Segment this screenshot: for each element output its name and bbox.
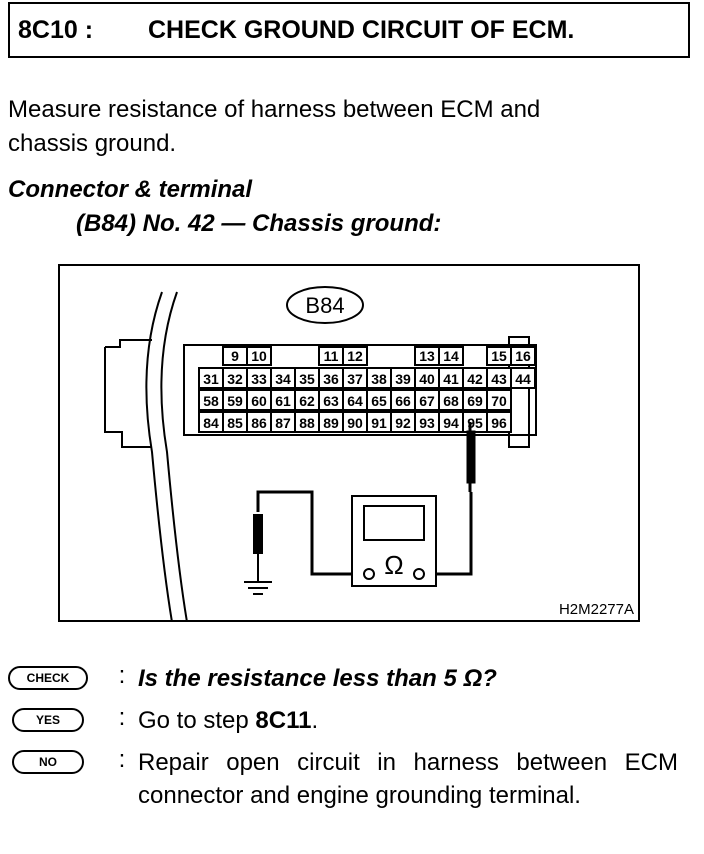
- terminal-number: 32: [227, 371, 243, 387]
- ohmmeter-display: [363, 505, 425, 541]
- check-badge: CHECK: [8, 666, 88, 690]
- terminal-number: 67: [419, 393, 435, 409]
- terminal-number: 93: [419, 415, 435, 431]
- terminal-number: 12: [347, 348, 363, 364]
- terminal-number: 10: [251, 348, 267, 364]
- terminal-number: 86: [251, 415, 267, 431]
- terminal-number: 68: [443, 393, 459, 409]
- terminal-number: 37: [347, 371, 363, 387]
- terminal-number: 34: [275, 371, 291, 387]
- terminal-number: 96: [491, 415, 507, 431]
- ohm-symbol: Ω: [384, 550, 403, 580]
- terminal-cell: [246, 346, 272, 366]
- terminal-number: 59: [227, 393, 243, 409]
- terminal-number: 61: [275, 393, 291, 409]
- step-title: CHECK GROUND CIRCUIT OF ECM.: [148, 15, 575, 44]
- terminal-number: 89: [323, 415, 339, 431]
- instruction-line-2: chassis ground.: [8, 130, 177, 157]
- result-no: NO : Repair open circuit in harness betw…: [8, 746, 678, 812]
- terminal-number: 38: [371, 371, 387, 387]
- step-header: 8C10 : CHECK GROUND CIRCUIT OF ECM.: [8, 2, 690, 58]
- terminal-number: 87: [275, 415, 291, 431]
- terminal-cell: [510, 367, 536, 389]
- chassis-ground-icon: [244, 554, 272, 595]
- result-yes: YES : Go to step 8C11.: [8, 704, 678, 737]
- terminal-number: 85: [227, 415, 243, 431]
- yes-text: Go to step: [138, 707, 256, 734]
- terminal-number: 88: [299, 415, 315, 431]
- terminal-number: 39: [395, 371, 411, 387]
- terminal-number: 9: [231, 348, 239, 364]
- terminal-cell: [438, 346, 464, 366]
- terminal-number: 70: [491, 393, 507, 409]
- probe-wire-negative: [256, 490, 364, 576]
- harness-break-line: [160, 291, 188, 620]
- terminal-number: 15: [491, 348, 507, 364]
- terminal-number: 40: [419, 371, 435, 387]
- terminal-number: 43: [491, 371, 507, 387]
- result-check: CHECK : Is the resistance less than 5 Ω?: [8, 662, 678, 695]
- no-text: Repair open circuit in harness between E…: [138, 749, 678, 809]
- terminal-number: 90: [347, 415, 363, 431]
- terminal-cell: [342, 346, 368, 366]
- terminal-cell: [486, 411, 512, 433]
- terminal-number: 65: [371, 393, 387, 409]
- terminal-number: 60: [251, 393, 267, 409]
- terminal-number: 42: [467, 371, 483, 387]
- connector-detail: (B84) No. 42 — Chassis ground:: [76, 210, 442, 237]
- wiring-diagram: B84 9 10 11 12 13 14 15 16 31 32 33 34 35 36 37 38 39 40 4…: [58, 264, 640, 622]
- next-step-link[interactable]: 8C11: [255, 707, 312, 734]
- terminal-number: 14: [443, 348, 459, 364]
- probe-wire-positive: [432, 492, 473, 576]
- terminal-number: 92: [395, 415, 411, 431]
- step-number: 8C10 :: [18, 15, 94, 44]
- terminal-number: 64: [347, 393, 363, 409]
- connector-label: B84: [305, 293, 344, 318]
- terminal-number: 84: [203, 415, 219, 431]
- terminal-number: 31: [203, 371, 219, 387]
- terminal-number: 11: [324, 348, 339, 364]
- terminal-cell: [510, 346, 536, 366]
- probe-positive: [466, 422, 476, 492]
- terminal-number: 16: [515, 348, 531, 364]
- connector-housing-left: [104, 339, 152, 448]
- terminal-number: 66: [395, 393, 411, 409]
- connector-label-oval: [286, 286, 364, 324]
- yes-badge: YES: [12, 708, 84, 732]
- yes-text-end: .: [311, 707, 319, 734]
- terminal-number: 36: [323, 371, 339, 387]
- terminal-number: 13: [419, 348, 435, 364]
- connector-diagram-svg: B84 9 10 11 12 13 14 15 16 31 32 33 34 35 36 37 38 39 40 4…: [104, 286, 634, 620]
- terminal-number: 63: [323, 393, 339, 409]
- terminal-number: 62: [299, 393, 315, 409]
- terminal-number: 58: [203, 393, 219, 409]
- terminal-number: 35: [299, 371, 315, 387]
- terminal-number: 91: [371, 415, 387, 431]
- terminal-cell: [486, 389, 512, 411]
- connector-heading: Connector & terminal: [8, 176, 253, 203]
- figure-code: H2M2277A: [559, 601, 634, 618]
- terminal-number: 94: [443, 415, 459, 431]
- harness-break-line: [145, 291, 173, 620]
- probe-negative: [253, 514, 263, 554]
- check-question: Is the resistance less than 5 Ω?: [138, 665, 497, 692]
- terminal-number: 33: [251, 371, 267, 387]
- no-badge: NO: [12, 750, 84, 774]
- terminal-number: 69: [467, 393, 483, 409]
- terminal-number: 41: [443, 371, 459, 387]
- terminal-number: 44: [515, 371, 531, 387]
- instruction-line-1: Measure resistance of harness between EC…: [8, 96, 541, 123]
